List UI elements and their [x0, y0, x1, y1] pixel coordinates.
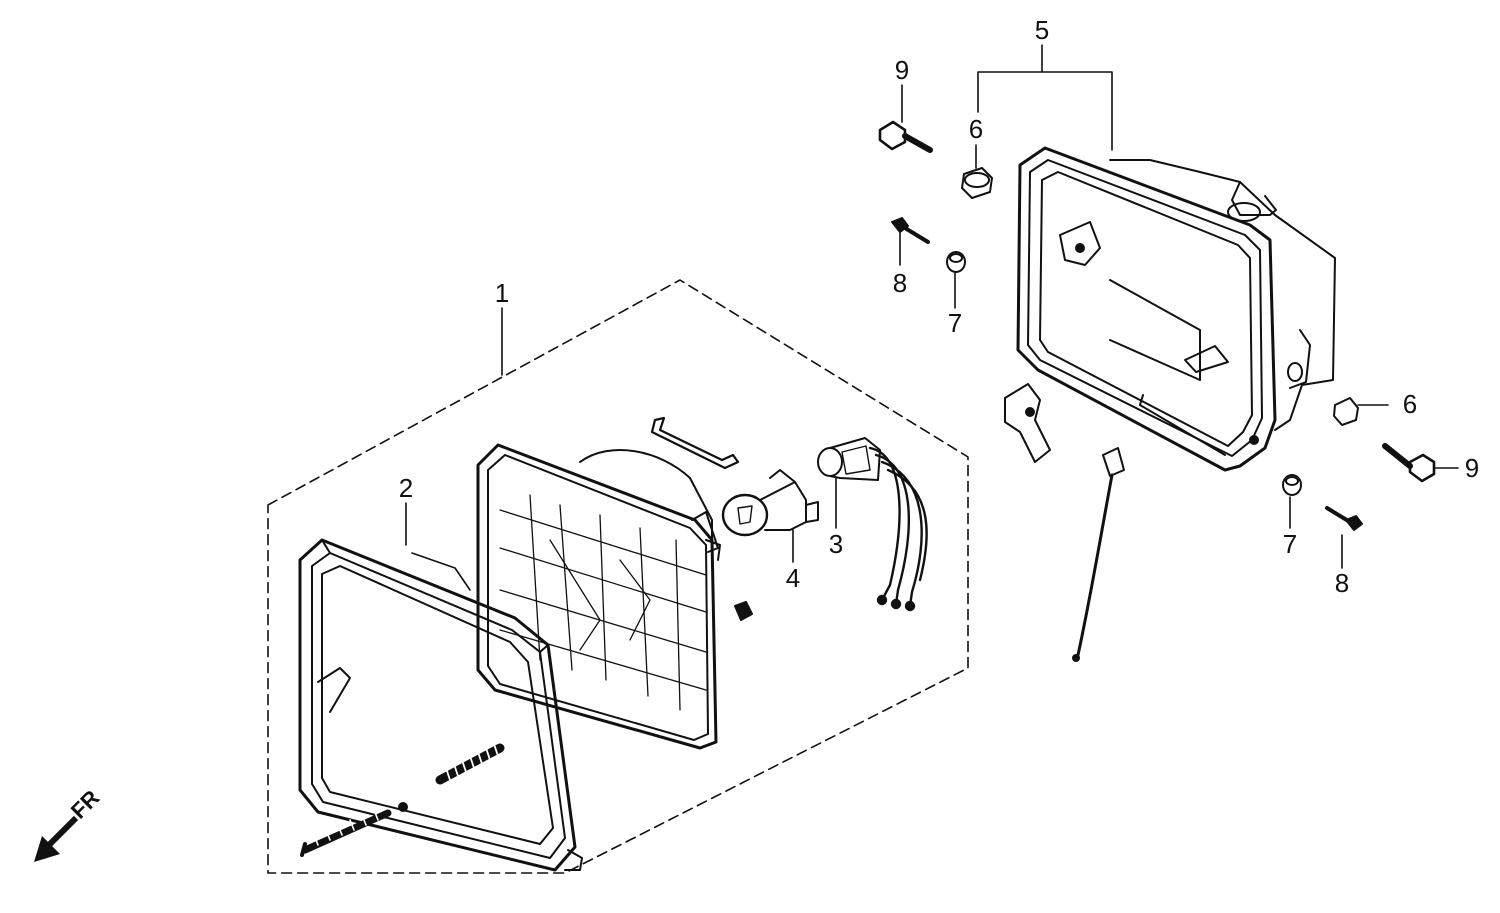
- bulb-socket: [817, 437, 881, 481]
- callout-7-top: 7: [948, 308, 962, 338]
- adjusting-screw: [300, 809, 392, 857]
- callout-6-right: 6: [1403, 389, 1417, 419]
- callout-7-right: 7: [1283, 529, 1297, 559]
- front-direction-arrow-icon: [34, 815, 79, 862]
- callout-2: 2: [399, 473, 413, 503]
- callout-8-top: 8: [893, 268, 907, 298]
- assembly-1-boundary: [267, 279, 969, 874]
- headlight-bulb: [721, 469, 819, 537]
- callout-9-right: 9: [1465, 453, 1479, 483]
- socket-wires: [868, 446, 928, 612]
- mounting-bracket: [1004, 383, 1051, 463]
- right-grommet: [1282, 474, 1302, 496]
- right-flange-bolt: [1382, 443, 1436, 483]
- callout-8-right: 8: [1335, 568, 1349, 598]
- right-collar: [1333, 397, 1359, 426]
- ground-wire: [1072, 447, 1125, 662]
- adjusting-spring: [435, 743, 505, 787]
- callout-1: 1: [495, 278, 509, 308]
- headlight-case: [1016, 146, 1336, 472]
- callout-9-top: 9: [895, 55, 909, 85]
- retaining-clip: [650, 416, 740, 470]
- callout-5: 5: [1035, 15, 1049, 45]
- right-screw: [1325, 506, 1363, 531]
- sealed-beam-unit: [476, 443, 721, 750]
- small-nut: [734, 601, 753, 621]
- callout-3: 3: [829, 529, 843, 559]
- top-grommet: [946, 251, 966, 273]
- top-collar: [961, 167, 993, 199]
- leader-lines: [405, 44, 1459, 569]
- top-flange-bolt: [878, 120, 933, 153]
- callout-6-top: 6: [969, 114, 983, 144]
- front-direction-label: FR: [66, 785, 104, 823]
- callout-4: 4: [786, 563, 800, 593]
- top-screw: [891, 217, 930, 244]
- headlight-rim: [298, 538, 583, 872]
